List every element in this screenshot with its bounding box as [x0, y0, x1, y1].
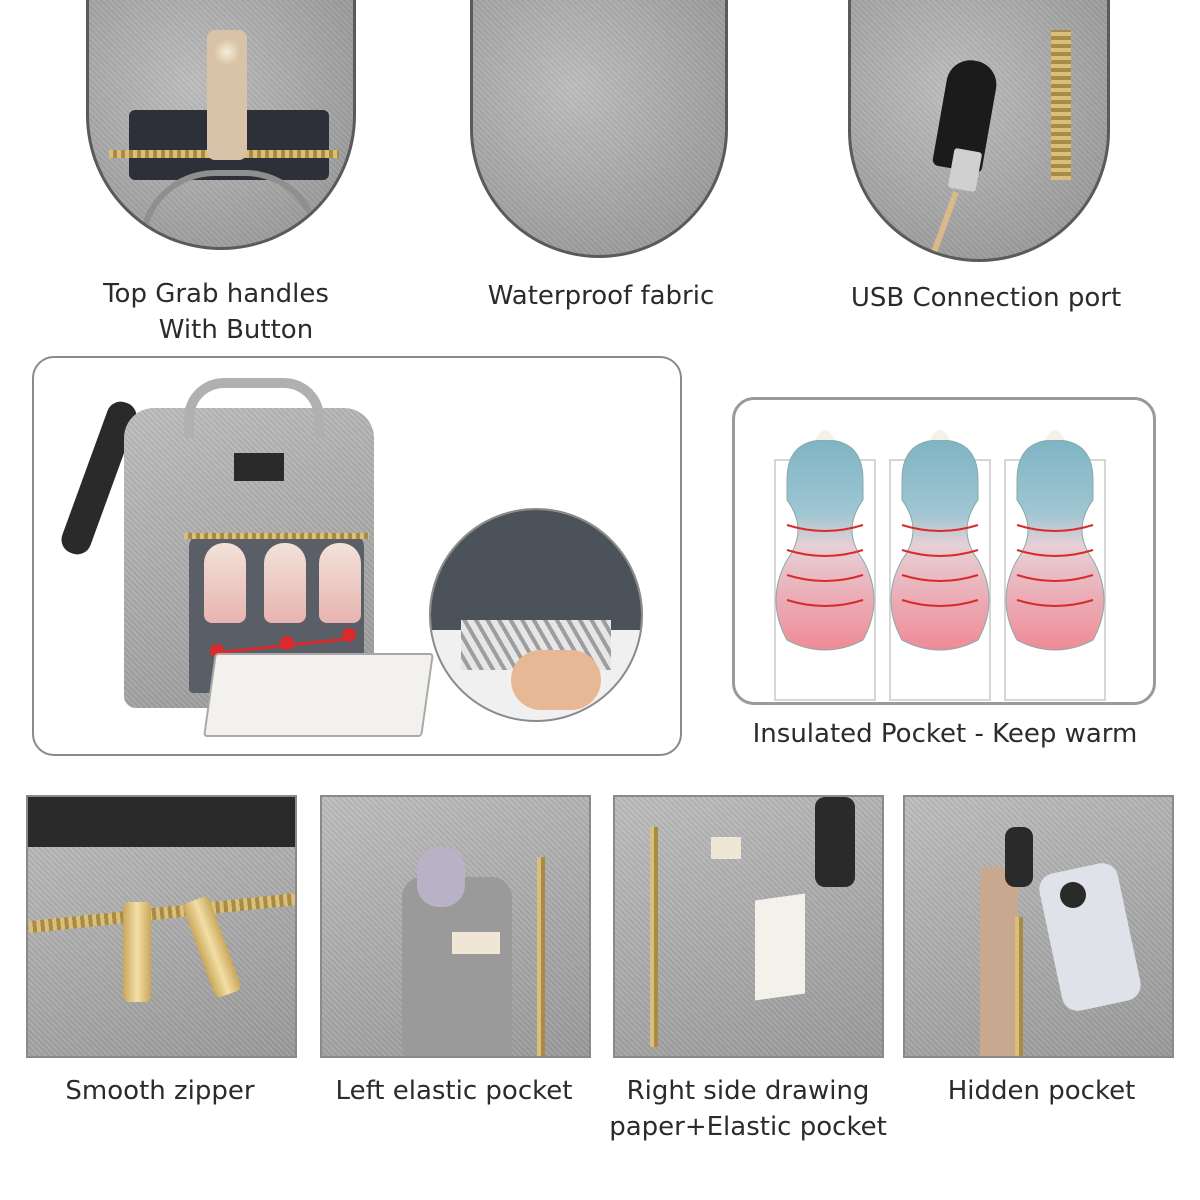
baby-bottle-icon [204, 543, 246, 623]
insulated-lining-closeup [429, 508, 643, 722]
heat-dot [342, 628, 356, 642]
heat-dot [280, 636, 294, 650]
caption-top-grab-line1: Top Grab handles [103, 279, 329, 309]
baby-bottle-icon [890, 439, 990, 651]
caption-hidden-pocket: Hidden pocket [947, 1076, 1136, 1106]
caption-right-side-line1: Right side drawing [626, 1076, 870, 1106]
baby-bottle-icon [775, 439, 875, 651]
left-elastic-pocket-photo [320, 795, 591, 1058]
baby-bottle-icon [264, 543, 306, 623]
brand-label [234, 453, 284, 481]
caption-smooth-zipper: Smooth zipper [65, 1076, 255, 1106]
baby-bottle-icon [319, 543, 361, 623]
button-icon [213, 38, 241, 66]
usb-port-photo [848, 0, 1110, 262]
hidden-pocket-photo [903, 795, 1174, 1058]
waterproof-fabric-photo [470, 0, 728, 258]
caption-waterproof: Waterproof fabric [487, 281, 715, 311]
backpack-main-panel [32, 356, 682, 756]
caption-insulated: Insulated Pocket - Keep warm [752, 719, 1138, 749]
right-side-pocket-photo [613, 795, 884, 1058]
caption-left-pocket: Left elastic pocket [335, 1076, 573, 1106]
caption-top-grab-line2: With Button [158, 315, 314, 345]
caption-usb: USB Connection port [850, 283, 1122, 313]
insulated-pocket-diagram [732, 397, 1156, 705]
smooth-zipper-photo [26, 795, 297, 1058]
baby-bottle-icon [1005, 439, 1105, 651]
zipper-pull-icon [123, 902, 151, 1002]
bottle-diagram-svg [774, 430, 1106, 701]
phone-icon [1036, 860, 1144, 1014]
top-grab-handle-photo [86, 0, 356, 250]
caption-right-side-line2: paper+Elastic pocket [609, 1112, 887, 1142]
